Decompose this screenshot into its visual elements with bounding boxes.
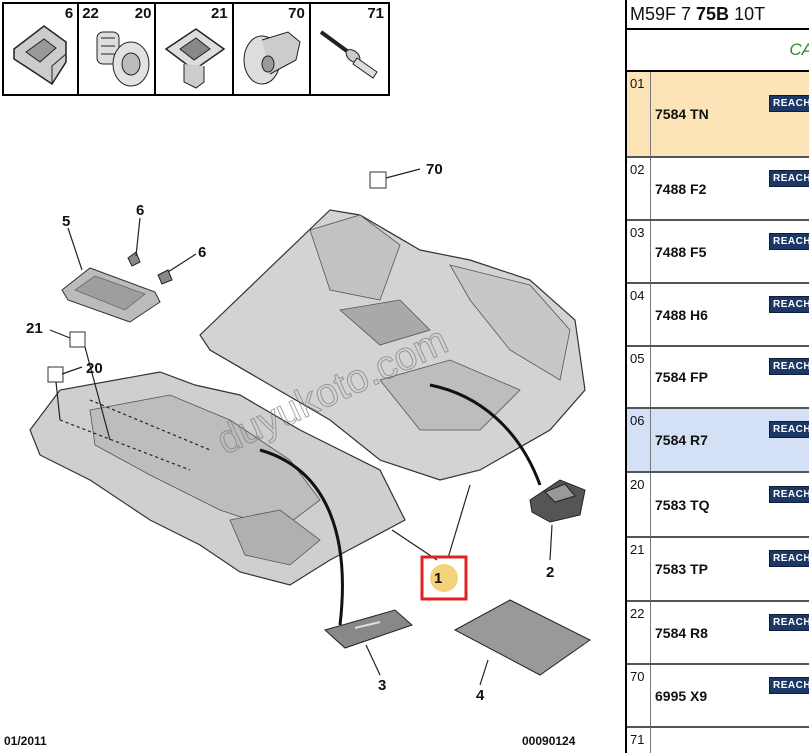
row-index: 20 [627, 473, 651, 536]
thumbnail-plastic-nut[interactable]: 70 [234, 4, 311, 94]
reach-badge: REACH [769, 358, 809, 375]
row-index: 05 [627, 347, 651, 407]
square-clip-icon [165, 28, 226, 89]
part-reference[interactable]: 7488 F5 [655, 243, 707, 260]
callout-1[interactable]: 1 [434, 570, 442, 587]
callout-21: 21 [26, 320, 43, 337]
row-index: 71 [627, 728, 651, 753]
clip-6b-glyph [157, 269, 173, 285]
panel-subheader: CA [627, 30, 809, 72]
row-index: 02 [627, 158, 651, 219]
clip-icon [13, 25, 67, 86]
parts-diagram: 6 22 20 21 70 [2, 2, 591, 748]
callout-5: 5 [62, 213, 70, 230]
fastener-thumbnail-strip: 6 22 20 21 70 [2, 2, 390, 96]
callout-1-highlight [430, 564, 458, 592]
thumbnail-square-clip[interactable]: 21 [156, 4, 234, 94]
part-reference[interactable]: 7584 R8 [655, 624, 708, 641]
reach-badge: REACH [769, 169, 809, 187]
push-rivet-icon [96, 31, 150, 87]
clip-70-box [369, 171, 387, 189]
callout-20: 20 [86, 360, 103, 377]
thumbnail-label: 70 [288, 5, 305, 22]
part-reference[interactable]: 7583 TQ [655, 496, 710, 513]
panel-title: M59F 7 75B 10T [627, 0, 809, 30]
part-3-pad [323, 609, 413, 649]
callout-3: 3 [378, 677, 386, 694]
reach-badge: REACH [769, 550, 809, 567]
reach-badge: REACH [769, 485, 809, 503]
callout-2: 2 [546, 564, 554, 581]
clip-6a-glyph [127, 251, 141, 267]
rivet-icon [319, 30, 378, 79]
footer-code: 00090124 [522, 734, 576, 748]
part-reference[interactable]: 6995 X9 [655, 687, 708, 704]
thumbnail-label-a: 22 [82, 5, 99, 22]
part-reference[interactable]: 7488 H6 [655, 306, 708, 323]
thumbnail-label: 6 [64, 5, 74, 22]
part-reference[interactable]: 7583 TP [655, 561, 708, 577]
reach-badge: REACH [769, 613, 809, 631]
thumbnail-clip[interactable]: 6 [4, 4, 80, 94]
row-index: 70 [627, 665, 651, 726]
part-reference[interactable]: 7584 FP [655, 369, 708, 385]
panel-title-suffix: 10T [729, 4, 766, 24]
reach-badge: REACH [769, 421, 809, 438]
part-reference[interactable]: 7584 TN [655, 106, 709, 122]
thumbnail-rivet[interactable]: 71 [311, 4, 388, 94]
callout-4: 4 [476, 687, 485, 704]
plastic-nut-icon [243, 31, 301, 85]
part-reference[interactable]: 7488 F2 [655, 180, 707, 197]
clip-20-box [47, 366, 64, 383]
part-4-panel [453, 599, 591, 676]
row-index: 06 [627, 409, 651, 471]
part-reference[interactable]: 7584 R7 [655, 432, 708, 448]
selected-callout-box [420, 555, 468, 601]
row-index: 04 [627, 284, 651, 345]
thumbnail-push-rivet[interactable]: 22 20 [79, 4, 157, 94]
floor-carpet-drawing: 70 5 6 6 21 20 2 3 4 1 duyukoto.com [26, 161, 591, 704]
callout-6a: 6 [136, 202, 144, 219]
parts-row[interactable]: 71 [627, 728, 809, 753]
panel-title-bold: 75B [696, 4, 730, 24]
panel-title-prefix: M59F 7 [630, 4, 697, 24]
footer-date: 01/2011 [4, 734, 47, 748]
reach-badge: REACH [769, 232, 809, 250]
panel-subtitle: CA [789, 40, 809, 59]
reach-badge: REACH [769, 676, 809, 694]
callout-6b: 6 [198, 244, 206, 261]
callout-70: 70 [426, 161, 443, 178]
reach-badge: REACH [769, 295, 809, 313]
thumbnail-label: 21 [210, 5, 228, 22]
thumbnail-label-b: 20 [134, 5, 152, 22]
row-index: 03 [627, 221, 651, 282]
clip-21-box [69, 331, 86, 348]
row-index: 22 [627, 602, 651, 663]
reach-badge: REACH [769, 95, 809, 112]
row-index: 01 [627, 72, 651, 156]
thumbnail-label: 71 [367, 5, 384, 22]
row-index: 21 [627, 538, 651, 600]
